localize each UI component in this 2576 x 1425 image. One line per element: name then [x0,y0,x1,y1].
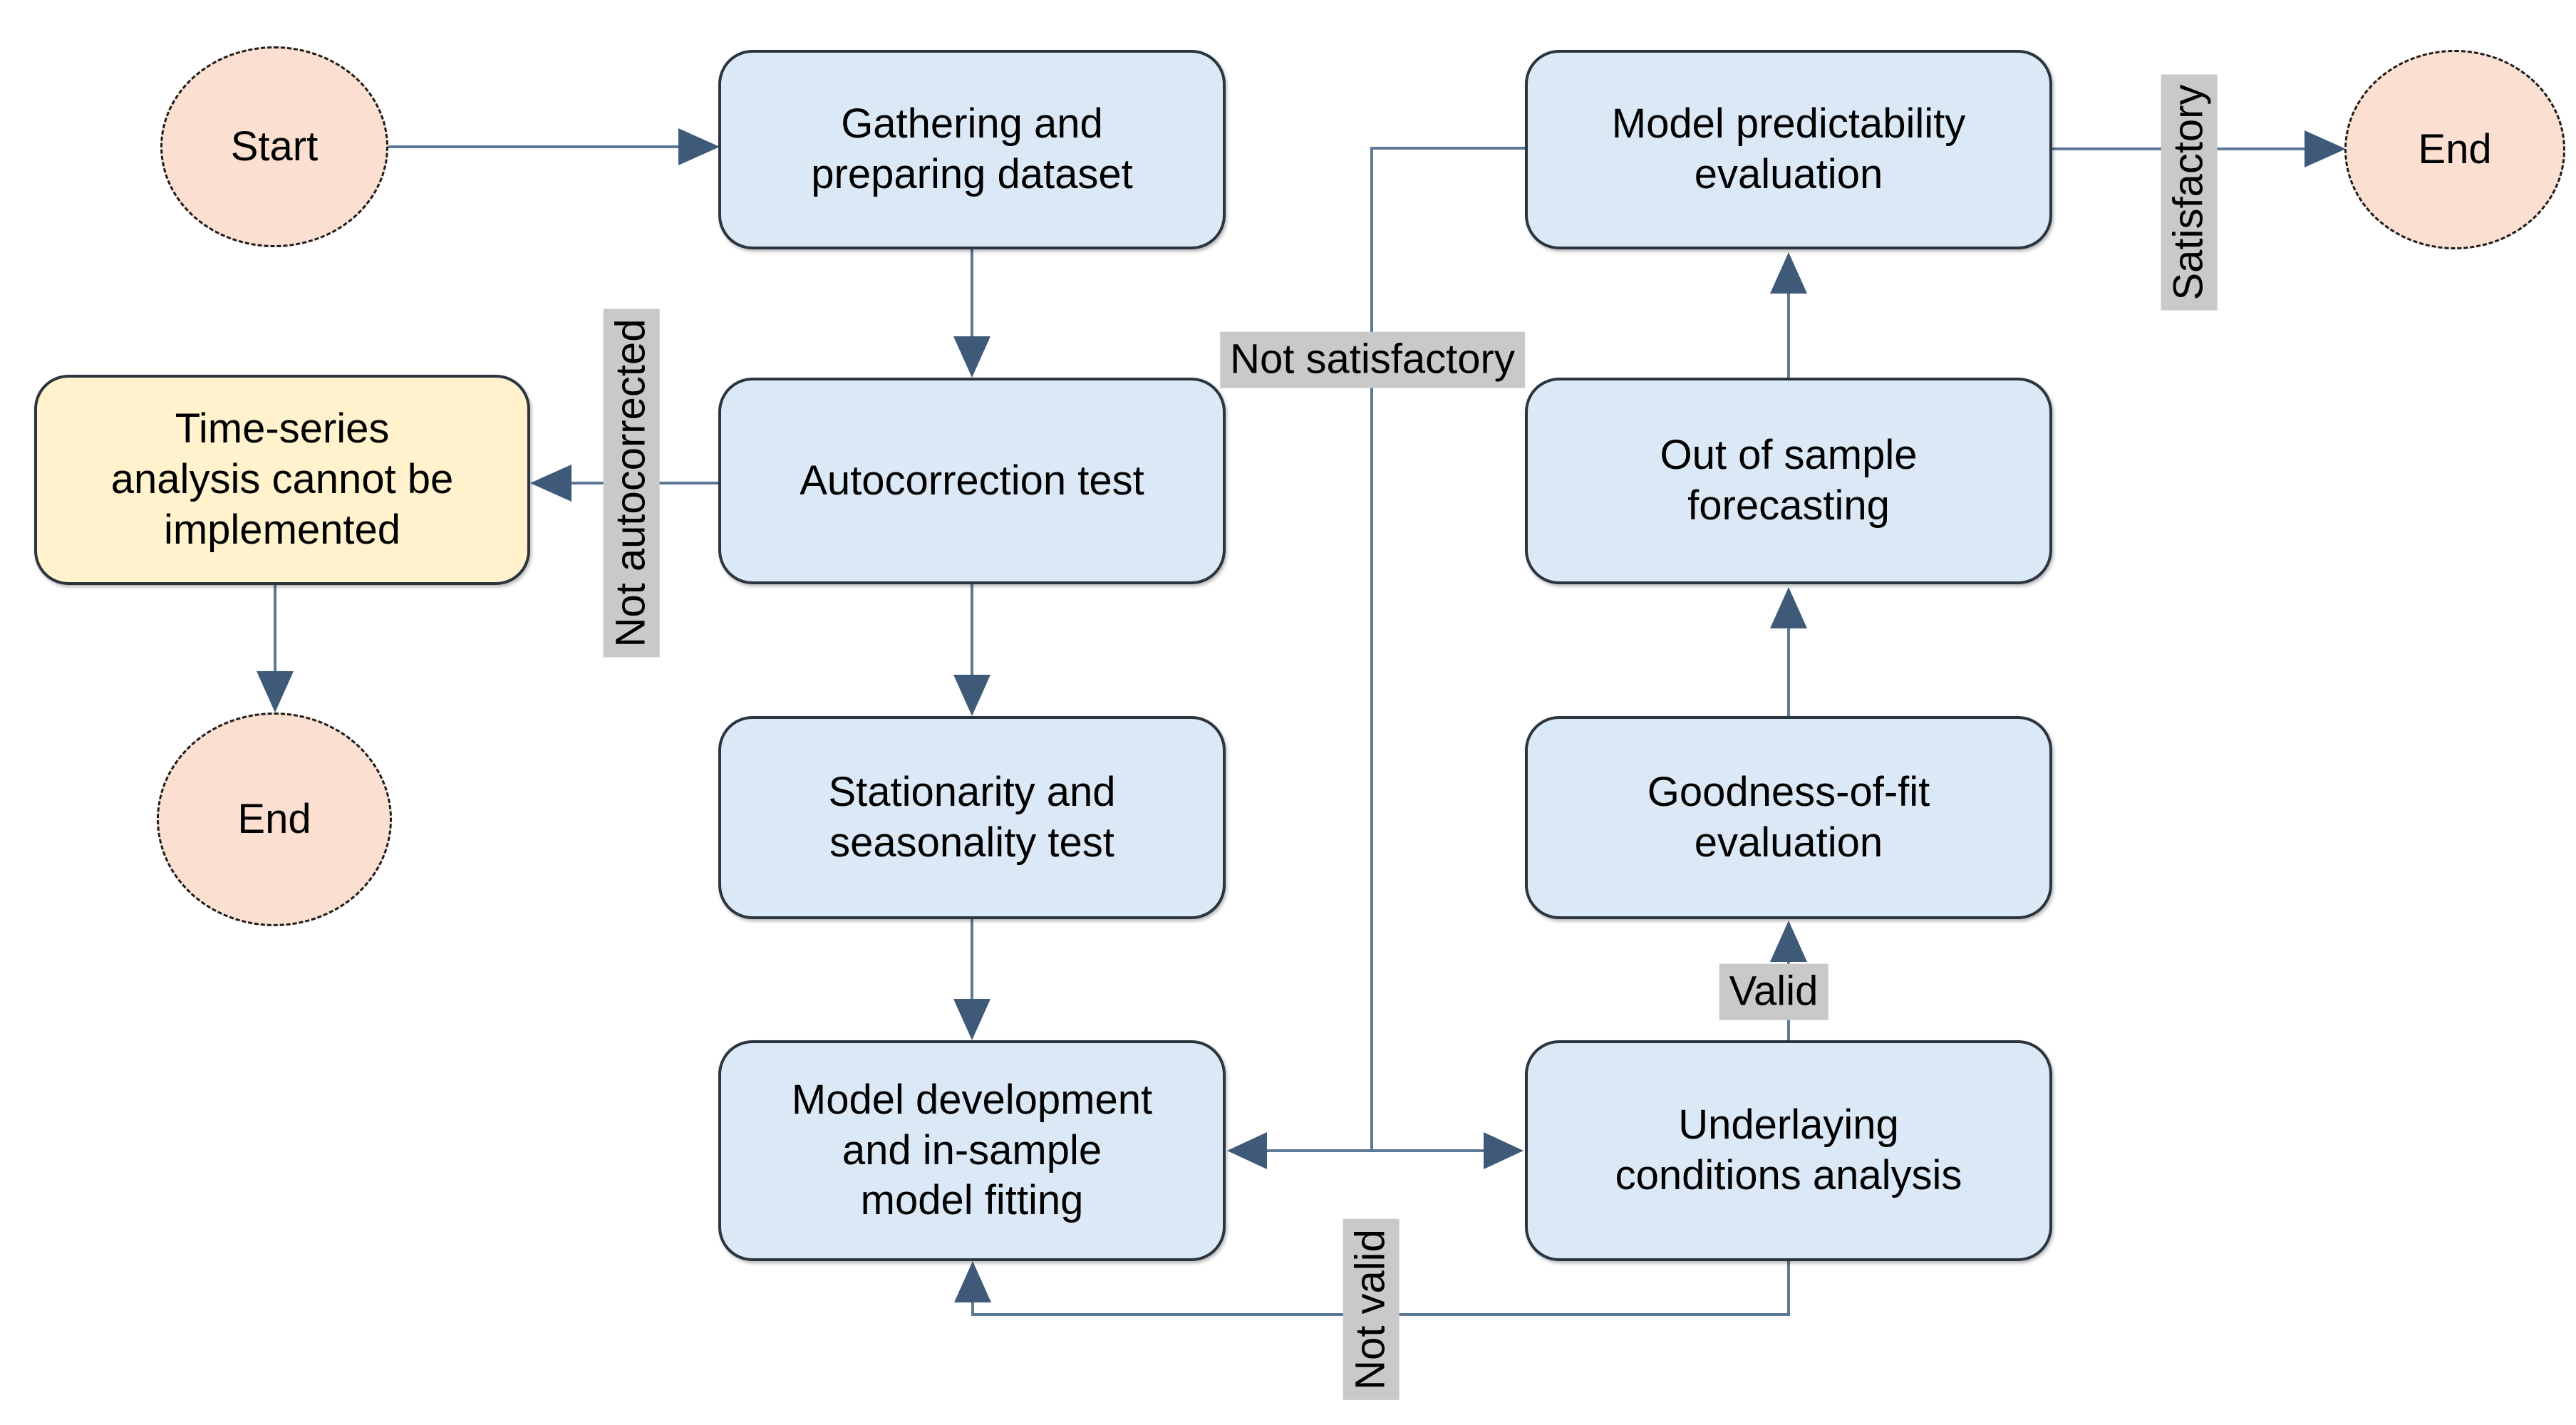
node-end-left-label: End [237,795,311,842]
node-model-development: Model development and in-sample model fi… [718,1040,1226,1261]
arrowhead-into-outofsample [1770,587,1807,628]
node-underlaying-conditions: Underlaying conditions analysis [1525,1040,2052,1261]
arrowhead-into-cannot-implement [530,465,571,502]
connector-not-satisfactory-feedback [1370,147,1525,1149]
arrowhead-into-end-right [2305,130,2346,167]
arrowhead-into-stationarity [953,675,990,716]
arrowhead-into-end-left [257,671,294,712]
node-model-predictability-label: Model predictability evaluation [1611,100,1966,197]
arrowhead-bidirectional-right [1484,1132,1524,1169]
arrowhead-into-goodness [1770,921,1807,962]
edge-label-valid: Valid [1719,963,1828,1020]
edge-label-satisfactory: Satisfactory [2161,74,2218,311]
node-model-predictability: Model predictability evaluation [1525,50,2052,249]
node-autocorrection-test: Autocorrection test [718,378,1226,584]
node-stationarity-test: Stationarity and seasonality test [718,716,1226,919]
node-start-label: Start [230,123,319,170]
node-autocorrection-test-label: Autocorrection test [800,457,1144,504]
node-end-left: End [157,712,392,926]
node-out-of-sample-forecasting-label: Out of sample forecasting [1660,432,1918,529]
node-goodness-of-fit-label: Goodness-of-fit evaluation [1647,768,1930,866]
node-cannot-be-implemented-label: Time-series analysis cannot be implement… [110,405,454,553]
node-end-right-label: End [2418,125,2492,172]
edge-label-not-autocorrected: Not autocorrected [603,309,660,658]
node-gathering-dataset-label: Gathering and preparing dataset [811,100,1133,197]
edge-label-not-satisfactory: Not satisfactory [1220,331,1525,388]
arrowhead-into-predictability [1770,252,1807,294]
node-out-of-sample-forecasting: Out of sample forecasting [1525,378,2052,584]
node-stationarity-test-label: Stationarity and seasonality test [828,768,1116,866]
node-cannot-be-implemented: Time-series analysis cannot be implement… [34,375,530,585]
edge-label-not-valid: Not valid [1343,1219,1400,1400]
arrowhead-into-modeldev [953,999,990,1040]
arrowhead-bidirectional-left [1227,1132,1267,1169]
node-start: Start [160,46,388,247]
arrowhead-notvalid-into-modeldev [954,1261,991,1302]
node-end-right: End [2344,50,2565,249]
node-underlaying-conditions-label: Underlaying conditions analysis [1615,1102,1962,1198]
node-model-development-label: Model development and in-sample model fi… [791,1076,1153,1224]
arrowhead-into-autocorrection [953,336,990,378]
node-gathering-dataset: Gathering and preparing dataset [718,50,1226,249]
node-goodness-of-fit: Goodness-of-fit evaluation [1525,716,2052,919]
arrowhead-into-gathering [678,128,720,165]
